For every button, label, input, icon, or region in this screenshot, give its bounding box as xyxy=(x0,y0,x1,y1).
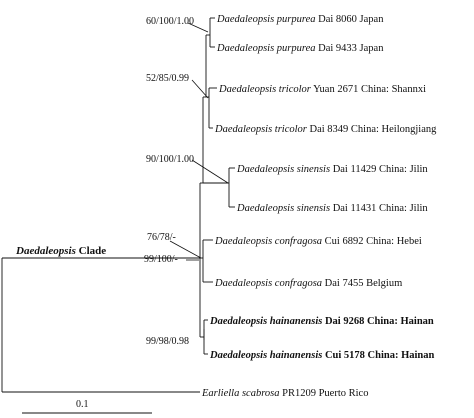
taxon-voucher-6: Dai 11431 China: Jilin xyxy=(330,203,428,214)
taxon-genus-7: Daedaleopsis xyxy=(214,236,272,247)
taxon-voucher-11: PR1209 Puerto Rico xyxy=(280,388,369,399)
taxon-voucher-2: Dai 9433 Japan xyxy=(316,43,385,54)
taxon-species-2: purpurea xyxy=(276,43,316,54)
taxon-label-3: Daedaleopsis tricolor Yuan 2671 China: S… xyxy=(218,84,426,95)
taxon-label-6: Daedaleopsis sinensis Dai 11431 China: J… xyxy=(236,203,428,214)
taxon-species-5: sinensis xyxy=(297,164,330,175)
taxon-genus-2: Daedaleopsis xyxy=(216,43,274,54)
taxon-genus-8: Daedaleopsis xyxy=(214,278,272,289)
support-value-sinensis: 90/100/1.00 xyxy=(146,154,194,165)
support-leader-tricolor xyxy=(191,79,209,99)
taxon-genus-4: Daedaleopsis xyxy=(214,124,272,135)
taxon-species-6: sinensis xyxy=(297,203,330,214)
taxon-genus-5: Daedaleopsis xyxy=(236,164,294,175)
taxon-label-8: Daedaleopsis confragosa Dai 7455 Belgium xyxy=(214,278,402,289)
support-leader-purpurea xyxy=(187,22,209,33)
support-value-clade-node: 99/100/- xyxy=(144,254,178,265)
support-value-purpurea: 60/100/1.00 xyxy=(146,16,194,27)
taxon-voucher-4: Dai 8349 China: Heilongjiang xyxy=(307,124,437,135)
support-value-tricolor: 52/85/0.99 xyxy=(146,73,189,84)
taxon-label-9: Daedaleopsis hainanensis Dai 9268 China:… xyxy=(209,316,434,327)
support-value-confragosa: 76/78/- xyxy=(147,232,176,243)
taxon-species-8: confragosa xyxy=(275,278,322,289)
clade-label: Daedaleopsis Clade xyxy=(15,245,106,257)
support-leader-sinensis xyxy=(191,159,229,184)
taxon-voucher-5: Dai 11429 China: Jilin xyxy=(330,164,428,175)
taxon-label-11: Earliella scabrosa PR1209 Puerto Rico xyxy=(201,388,368,399)
taxon-genus-6: Daedaleopsis xyxy=(236,203,294,214)
taxon-label-5: Daedaleopsis sinensis Dai 11429 China: J… xyxy=(236,164,428,175)
clade-label-word: Clade xyxy=(76,245,106,257)
taxon-species-10: hainanensis xyxy=(270,350,323,361)
taxon-species-7: confragosa xyxy=(275,236,322,247)
taxon-voucher-3: Yuan 2671 China: Shannxi xyxy=(311,84,426,95)
taxon-genus-3: Daedaleopsis xyxy=(218,84,276,95)
taxon-species-4: tricolor xyxy=(275,124,308,135)
support-leader-confragosa xyxy=(169,240,202,259)
taxon-voucher-9: Dai 9268 China: Hainan xyxy=(322,316,434,327)
taxon-label-2: Daedaleopsis purpurea Dai 9433 Japan xyxy=(216,43,384,54)
taxon-voucher-10: Cui 5178 China: Hainan xyxy=(322,350,434,361)
taxon-species-1: purpurea xyxy=(276,14,316,25)
clade-label-genus: Daedaleopsis xyxy=(15,245,76,257)
taxon-species-11: scabrosa xyxy=(242,388,280,399)
taxon-label-1: Daedaleopsis purpurea Dai 8060 Japan xyxy=(216,14,384,25)
taxon-genus-1: Daedaleopsis xyxy=(216,14,274,25)
taxon-genus-11: Earliella xyxy=(201,388,239,399)
taxon-genus-10: Daedaleopsis xyxy=(209,350,267,361)
taxon-genus-9: Daedaleopsis xyxy=(209,316,267,327)
taxon-species-3: tricolor xyxy=(279,84,312,95)
taxon-label-10: Daedaleopsis hainanensis Cui 5178 China:… xyxy=(209,350,435,361)
taxon-voucher-7: Cui 6892 China: Hebei xyxy=(322,236,422,247)
support-value-hainanensis: 99/98/0.98 xyxy=(146,336,189,347)
taxon-voucher-8: Dai 7455 Belgium xyxy=(322,278,402,289)
scale-bar-label: 0.1 xyxy=(76,399,89,410)
taxon-label-7: Daedaleopsis confragosa Cui 6892 China: … xyxy=(214,236,422,247)
taxon-label-4: Daedaleopsis tricolor Dai 8349 China: He… xyxy=(214,124,437,135)
taxon-species-9: hainanensis xyxy=(270,316,323,327)
taxon-voucher-1: Dai 8060 Japan xyxy=(316,14,385,25)
